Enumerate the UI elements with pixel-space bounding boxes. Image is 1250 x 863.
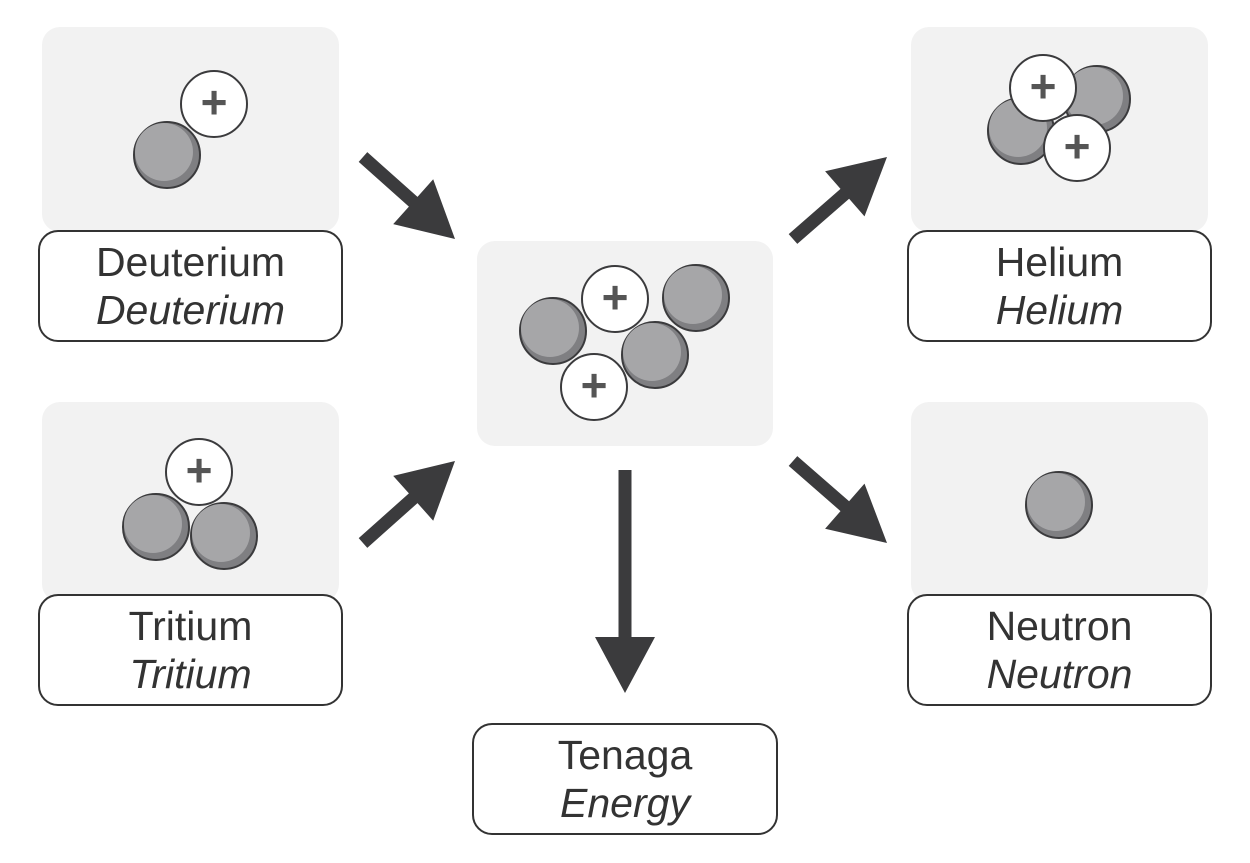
arrow-fusion-to-helium — [788, 157, 887, 244]
arrow-fusion-to-neutron — [788, 456, 887, 543]
helium-label: Helium Helium — [907, 230, 1212, 342]
fusion-proton-icon: + — [560, 353, 628, 421]
deuterium-subtitle: Deuterium — [95, 287, 286, 333]
helium-proton-icon: + — [1009, 54, 1077, 122]
plus-icon: + — [602, 271, 629, 323]
deuterium-neutron-icon — [133, 121, 201, 189]
plus-icon: + — [1030, 60, 1057, 112]
neutron-title: Neutron — [986, 603, 1133, 649]
tritium-proton-icon: + — [165, 438, 233, 506]
tritium-neutron-icon — [122, 493, 190, 561]
helium-subtitle: Helium — [995, 287, 1124, 333]
tritium-label: Tritium Tritium — [38, 594, 343, 706]
fusion-neutron-icon — [662, 264, 730, 332]
plus-icon: + — [201, 76, 228, 128]
fusion-neutron-icon — [621, 321, 689, 389]
deuterium-proton-icon: + — [180, 70, 248, 138]
arrow-fusion-to-energy — [595, 470, 655, 693]
helium-title: Helium — [995, 239, 1124, 285]
deuterium-label: Deuterium Deuterium — [38, 230, 343, 342]
plus-icon: + — [186, 444, 213, 496]
energy-subtitle: Energy — [560, 780, 690, 826]
tritium-neutron-icon — [190, 502, 258, 570]
plus-icon: + — [1064, 120, 1091, 172]
energy-label: Tenaga Energy — [472, 723, 778, 835]
deuterium-tile — [42, 27, 339, 232]
tritium-title: Tritium — [128, 603, 253, 649]
arrow-tritium-to-fusion — [358, 461, 455, 548]
tritium-subtitle: Tritium — [129, 651, 252, 697]
arrow-deuterium-to-fusion — [358, 152, 455, 239]
fusion-proton-icon: + — [581, 265, 649, 333]
free-neutron-icon — [1025, 471, 1093, 539]
energy-title: Tenaga — [557, 732, 693, 778]
deuterium-title: Deuterium — [95, 239, 286, 285]
neutron-subtitle: Neutron — [986, 651, 1133, 697]
plus-icon: + — [581, 359, 608, 411]
fusion-neutron-icon — [519, 297, 587, 365]
neutron-label: Neutron Neutron — [907, 594, 1212, 706]
helium-proton-icon: + — [1043, 114, 1111, 182]
